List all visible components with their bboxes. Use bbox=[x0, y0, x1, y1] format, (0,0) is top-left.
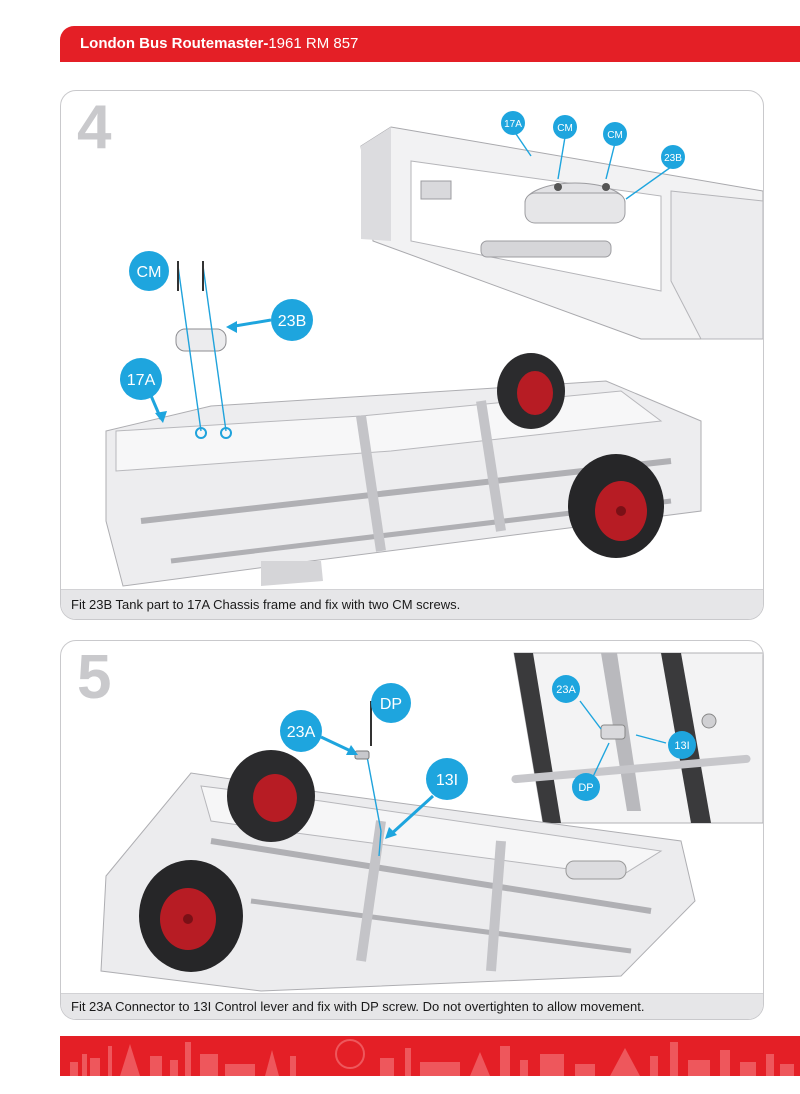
callout-23b: 23B bbox=[271, 299, 313, 341]
detail-callout-dp-label: DP bbox=[578, 782, 593, 794]
page-title: London Bus Routemaster-1961 RM 857 bbox=[80, 35, 358, 52]
callout-cm-label: CM bbox=[137, 264, 162, 281]
callout-23a-label: 23A bbox=[287, 724, 316, 741]
detail-callout-cm-2-label: CM bbox=[607, 130, 623, 141]
model-name: 1961 RM 857 bbox=[268, 35, 359, 52]
detail-callout-dp: DP bbox=[572, 773, 600, 801]
step-4-illustration: CM 23B 17A 17A CM CM 23B bbox=[105, 111, 763, 587]
front-wheel bbox=[568, 454, 664, 558]
detail-callout-17a-label: 17A bbox=[504, 119, 522, 130]
step-5-illustration: DP 23A 13I 23A 13I DP bbox=[100, 652, 763, 992]
detail-callout-13i: 13I bbox=[668, 731, 696, 759]
step-5-number: 5 bbox=[77, 643, 112, 712]
callout-17a: 17A bbox=[120, 358, 162, 400]
callout-13i-label: 13I bbox=[436, 772, 458, 789]
detail-tank-part bbox=[524, 192, 626, 224]
detail-callout-cm-1: CM bbox=[553, 115, 577, 139]
step-5-pointers bbox=[320, 735, 435, 839]
step-4-pointers bbox=[147, 130, 672, 423]
callout-23a: 23A bbox=[280, 710, 322, 752]
step-5-detail-inset bbox=[511, 652, 763, 824]
step-4-detail-inset bbox=[360, 126, 763, 340]
step-5-panel: 5 bbox=[60, 640, 764, 1020]
detail-callout-cm-1-label: CM bbox=[557, 123, 573, 134]
callout-cm: CM bbox=[129, 251, 169, 291]
step-4-number: 4 bbox=[77, 93, 112, 162]
detail-callout-23b: 23B bbox=[661, 145, 685, 169]
detail-callout-cm-2: CM bbox=[603, 122, 627, 146]
footer-skyline-bar bbox=[60, 1036, 800, 1076]
step-4-caption: Fit 23B Tank part to 17A Chassis frame a… bbox=[61, 589, 763, 619]
header-bar: London Bus Routemaster-1961 RM 857 bbox=[60, 26, 800, 62]
callout-23b-label: 23B bbox=[278, 313, 306, 330]
step-5-caption: Fit 23A Connector to 13I Control lever a… bbox=[61, 993, 763, 1019]
detail-callout-23b-label: 23B bbox=[664, 153, 682, 164]
callout-13i: 13I bbox=[426, 758, 468, 800]
detail-callout-13i-label: 13I bbox=[674, 740, 689, 752]
detail-callout-23a: 23A bbox=[552, 675, 580, 703]
rear-wheel bbox=[497, 353, 565, 429]
callout-17a-label: 17A bbox=[127, 372, 156, 389]
callout-dp: DP bbox=[371, 683, 411, 723]
london-skyline-graphic bbox=[70, 1039, 794, 1076]
rear-wheel bbox=[227, 750, 315, 842]
step-4-chassis bbox=[105, 353, 702, 587]
step-4-panel: 4 bbox=[60, 90, 764, 620]
step-4-tank-part bbox=[175, 261, 232, 439]
step-5-chassis bbox=[100, 701, 696, 992]
detail-callout-17a: 17A bbox=[501, 111, 525, 135]
series-name: London Bus Routemaster- bbox=[80, 35, 269, 52]
callout-dp-label: DP bbox=[380, 696, 402, 713]
detail-callout-23a-label: 23A bbox=[556, 684, 576, 696]
front-wheel bbox=[139, 860, 243, 972]
